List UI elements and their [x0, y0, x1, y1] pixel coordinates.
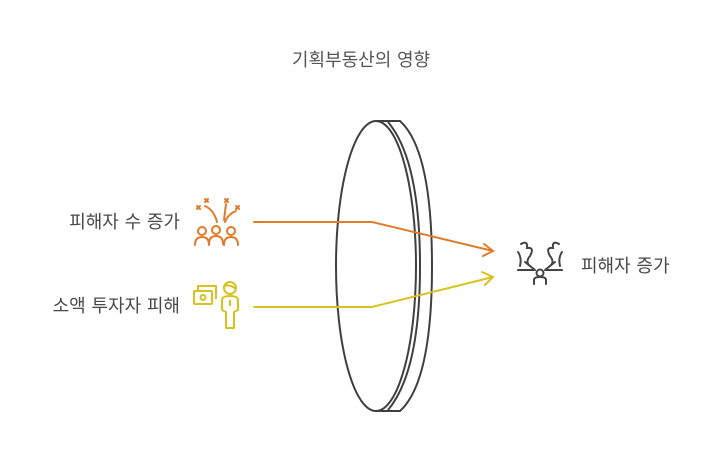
- flow-arrow-victims: [253, 221, 495, 257]
- output-label-victims-increase: 피해자 증가: [581, 256, 670, 277]
- crowd-celebration-icon: [194, 198, 240, 246]
- diagram-title: 기획부동산의 영향: [291, 50, 431, 71]
- investor-money-icon: [193, 281, 239, 329]
- stress-person-icon: [517, 241, 563, 285]
- input-label-victims: 피해자 수 증가: [69, 212, 180, 233]
- lens-shape: [335, 120, 434, 412]
- input-label-small-investors: 소액 투자자 피해: [52, 296, 180, 317]
- flow-arrow-small-investors: [253, 271, 495, 308]
